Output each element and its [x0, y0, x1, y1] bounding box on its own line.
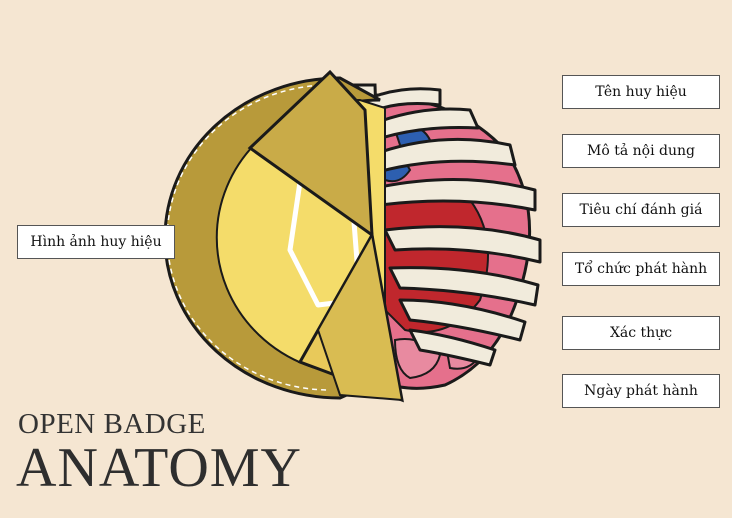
rib-2: [368, 107, 480, 142]
label-badge-image: Hình ảnh huy hiệu: [17, 225, 175, 259]
title-line-2: ANATOMY: [16, 437, 302, 499]
label-verification: Xác thực: [562, 316, 720, 350]
rib-8: [408, 328, 497, 367]
rib-6: [388, 266, 540, 307]
label-description: Mô tả nội dung: [562, 134, 720, 168]
ribs: [363, 87, 542, 367]
rib-4: [373, 177, 537, 212]
label-issuer: Tổ chức phát hành: [562, 252, 720, 286]
rib-5: [383, 225, 542, 264]
badge-disc: [163, 69, 404, 403]
title-line-1: OPEN BADGE: [18, 408, 206, 440]
label-badge-name: Tên huy hiệu: [562, 75, 720, 109]
label-criteria: Tiêu chí đánh giá: [562, 193, 720, 227]
label-issue-date: Ngày phát hành: [562, 374, 720, 408]
rib-3: [370, 137, 517, 174]
rib-7: [398, 298, 527, 342]
